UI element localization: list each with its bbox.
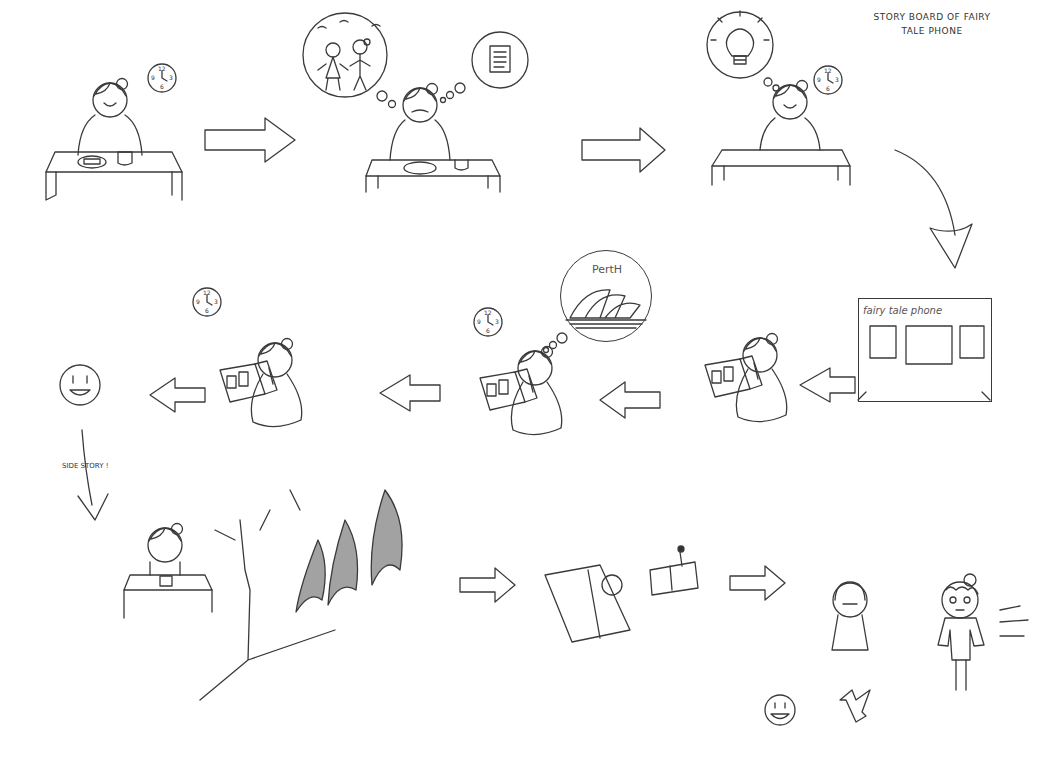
panel-fire [124,490,402,700]
clock-numeral: 6 [205,308,209,314]
panel-arrow [730,566,785,600]
smiley [60,365,100,405]
storyboard-title: STORY BOARD OF FAIRY TALE PHONE [872,10,992,39]
panel-thinking [303,13,528,192]
thought-bubble: PertH [560,250,652,342]
panel-reading-3 [193,288,302,427]
clock-numeral: 12 [824,68,832,74]
clock-numeral: 9 [196,299,200,305]
phone-booth: fairy tale phone [858,298,992,402]
panel-arrow [460,568,515,602]
node-label: fairy tale phone [863,305,987,318]
side-story-note: SIDE STORY ! [62,462,109,471]
clock-numeral: 9 [151,75,155,81]
flow-arrow-head [78,494,108,520]
clock-numeral: 12 [158,66,166,72]
clock-numeral: 6 [486,328,490,334]
panel-arrow [380,375,440,411]
panel-arrow [800,368,855,402]
node-label: PertH [561,263,653,277]
clock-numeral: 3 [495,319,499,325]
flow-arrow-head [930,224,972,268]
clock-numeral: 6 [160,84,164,90]
panel-arrow [205,118,295,162]
panel-reading-2 [474,290,646,435]
clock-numeral: 6 [826,86,830,92]
panel-arrow [600,382,660,418]
panel-breakfast [46,64,182,200]
phone-booth-windows [858,326,990,400]
panel-meeting [765,574,1028,725]
panel-reading-1 [705,334,787,422]
panel-door [545,546,698,642]
clock-numeral: 12 [484,310,492,316]
panel-arrow [150,378,205,412]
panel-idea [707,11,850,185]
clock-numeral: 9 [477,319,481,325]
clock-numeral: 9 [817,77,821,83]
clock-numeral: 3 [169,75,173,81]
opera-house [570,290,640,318]
panel-arrow [582,128,665,172]
flow-arrow [895,150,955,235]
clock-numeral: 3 [214,299,218,305]
clock-numeral: 12 [203,290,211,296]
clock-numeral: 3 [835,77,839,83]
